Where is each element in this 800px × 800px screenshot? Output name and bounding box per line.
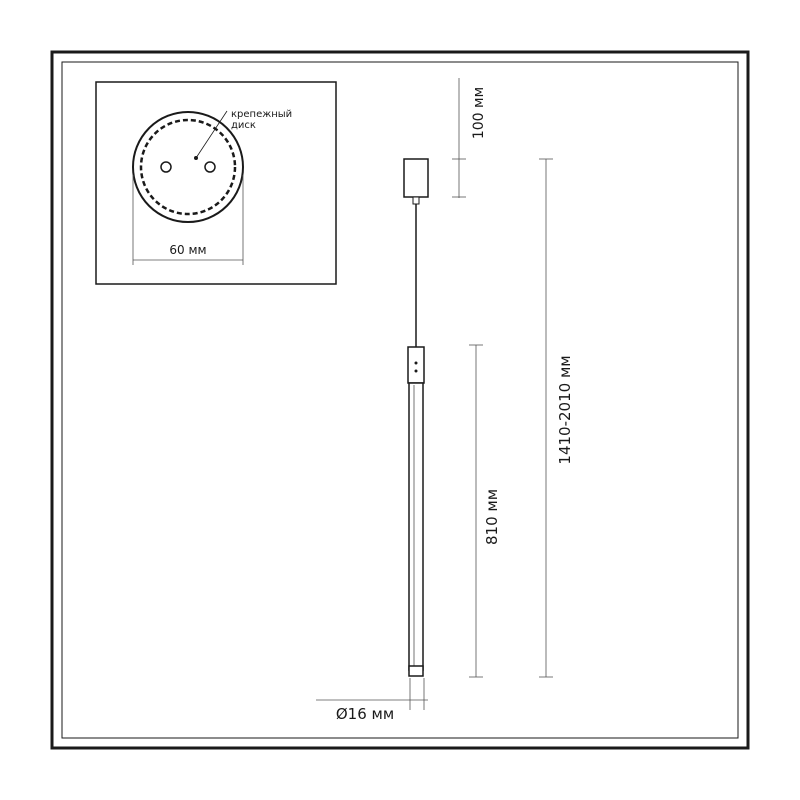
canopy-height-dimension: 100 мм <box>452 78 487 198</box>
light-tube <box>408 382 424 671</box>
disk-width-label: 60 мм <box>169 243 206 257</box>
canopy-height-label: 100 мм <box>471 87 487 139</box>
mounting-disk-dashed <box>139 118 237 216</box>
tube-length-label: 810 мм <box>483 489 501 545</box>
ceiling-canopy <box>403 158 429 198</box>
total-height-label: 1410-2010 мм <box>556 355 574 464</box>
mounting-hole-left <box>160 161 172 173</box>
pendant-lamp <box>403 158 429 677</box>
mounting-disk-outline <box>132 111 244 223</box>
mounting-disk-inset: крепежный диск 60 мм <box>95 81 337 285</box>
mounting-hole-right <box>204 161 216 173</box>
disk-label-line2: диск <box>231 120 256 131</box>
lamp-connector <box>407 346 425 384</box>
cable-clamp <box>412 196 420 205</box>
connector-dot-top <box>414 361 418 365</box>
tube-end-cap <box>408 665 424 677</box>
disk-leader-line <box>195 110 228 159</box>
outer-frame <box>50 50 750 750</box>
inset-frame <box>95 81 337 285</box>
inner-frame <box>61 61 739 739</box>
tube-diameter-dimension: Ø16 мм <box>316 678 428 723</box>
total-height-dimension: 1410-2010 мм <box>539 158 574 678</box>
tube-diameter-label: Ø16 мм <box>336 705 394 723</box>
tube-length-dimension: 810 мм <box>469 344 501 678</box>
disk-label-line1: крепежный <box>231 109 292 120</box>
connector-dot-bottom <box>414 369 418 373</box>
